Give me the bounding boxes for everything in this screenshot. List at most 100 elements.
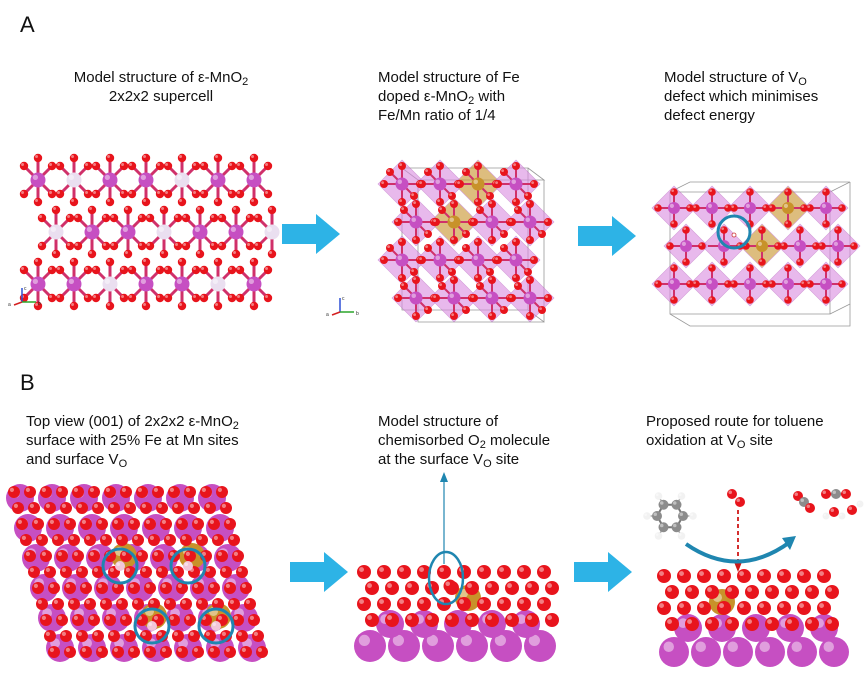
caption-subscript: 2 [479, 439, 486, 451]
oxygen-atom [720, 226, 728, 234]
oxygen-atom [216, 486, 228, 498]
oxygen-atom [544, 294, 552, 302]
oxygen-atom [727, 489, 737, 499]
oxygen-atom [235, 293, 245, 303]
oxygen-atom [424, 230, 432, 238]
oxygen-atom [83, 265, 93, 275]
manganese-atom [210, 172, 226, 188]
oxygen-atom [145, 241, 155, 251]
oxygen-atom [20, 534, 32, 546]
oxygen-atom [524, 192, 532, 200]
oxygen-atom [682, 226, 690, 234]
oxygen-atom [488, 200, 496, 208]
oxygen-atom [526, 200, 534, 208]
oxygen-atom [380, 180, 388, 188]
oxygen-atom [456, 256, 464, 264]
oxygen-atom [104, 614, 116, 626]
oxygen-atom [474, 274, 482, 282]
oxygen-atom [141, 153, 151, 163]
oxygen-atom [817, 569, 831, 583]
oxygen-atom [692, 204, 700, 212]
oxygen-atom [33, 257, 43, 267]
oxygen-atom [60, 502, 72, 514]
oxygen-atom [450, 276, 458, 284]
figure-chemisorbed-o2 [354, 472, 559, 662]
oxygen-atom [208, 518, 220, 530]
oxygen-atom [398, 162, 406, 170]
arrow-right-b2 [574, 552, 632, 592]
caption-text: site [745, 432, 773, 449]
oxygen-atom [137, 213, 147, 223]
oxygen-atom [474, 238, 482, 246]
oxygen-atom [123, 249, 133, 259]
iron-atom [471, 177, 485, 191]
manganese-atom [794, 240, 806, 252]
oxygen-atom [217, 241, 227, 251]
oxygen-atom [141, 257, 151, 267]
oxygen-atom [249, 301, 259, 311]
oxygen-atom [537, 597, 551, 611]
oxygen-atom [177, 197, 187, 207]
oxygen-atom [544, 218, 552, 226]
oxygen-atom [192, 518, 204, 530]
oxygen-atom [425, 613, 439, 627]
caption-subscript: O [118, 458, 128, 470]
vacancy-site [147, 621, 157, 631]
oxygen-atom [486, 268, 494, 276]
oxygen-atom [705, 585, 719, 599]
oxygen-atom [199, 189, 209, 199]
oxygen-atom [172, 502, 184, 514]
oxygen-atom [208, 582, 220, 594]
oxygen-atom [119, 189, 129, 199]
oxygen-atom [397, 597, 411, 611]
oxygen-atom [758, 258, 766, 266]
panel-letter-a: A [20, 12, 35, 37]
oxygen-atom [69, 197, 79, 207]
manganese-atom [409, 215, 423, 229]
oxygen-atom [128, 518, 140, 530]
oxygen-atom [405, 613, 419, 627]
oxygen-atom [160, 646, 172, 658]
oxygen-atom [101, 241, 111, 251]
oxygen-atom [686, 280, 694, 288]
oxygen-atom [127, 161, 137, 171]
oxygen-atom [19, 293, 29, 303]
oxygen-atom [120, 486, 132, 498]
caption-text: at the surface V [378, 451, 484, 468]
manganese-atom [228, 224, 244, 240]
hydrogen-atom [838, 512, 846, 520]
oxygen-atom [159, 205, 169, 215]
oxygen-atom [144, 646, 156, 658]
caption-line: doped ε-MnO2 with [378, 87, 520, 107]
oxygen-atom [100, 598, 112, 610]
oxygen-atom [796, 226, 804, 234]
oxygen-atom [708, 264, 716, 272]
manganese-atom [30, 276, 46, 292]
oxygen-atom [432, 218, 440, 226]
oxygen-atom [697, 601, 711, 615]
oxygen-atom [800, 204, 808, 212]
carbon-atom [671, 499, 682, 510]
figure-toluene-oxidation-route [643, 489, 864, 667]
unit-cell-edge [669, 304, 851, 327]
oxygen-atom [850, 242, 858, 250]
oxygen-atom [841, 489, 851, 499]
oxygen-atom [385, 581, 399, 595]
oxygen-atom [236, 630, 248, 642]
hydrogen-atom [677, 532, 686, 540]
caption-line: defect energy [664, 106, 818, 125]
oxygen-atom [424, 306, 432, 314]
oxygen-atom [181, 213, 191, 223]
oxygen-atom [497, 597, 511, 611]
manganese-atom [395, 253, 409, 267]
oxygen-atom [137, 241, 147, 251]
hydrogen-atom [677, 492, 686, 500]
oxygen-atom [253, 213, 263, 223]
oxygen-atom [109, 241, 119, 251]
oxygen-atom [692, 280, 700, 288]
oxygen-atom [263, 189, 273, 199]
figure-top-view-surface [6, 484, 268, 662]
oxygen-atom [253, 241, 263, 251]
oxygen-atom [209, 241, 219, 251]
oxygen-atom [412, 276, 420, 284]
